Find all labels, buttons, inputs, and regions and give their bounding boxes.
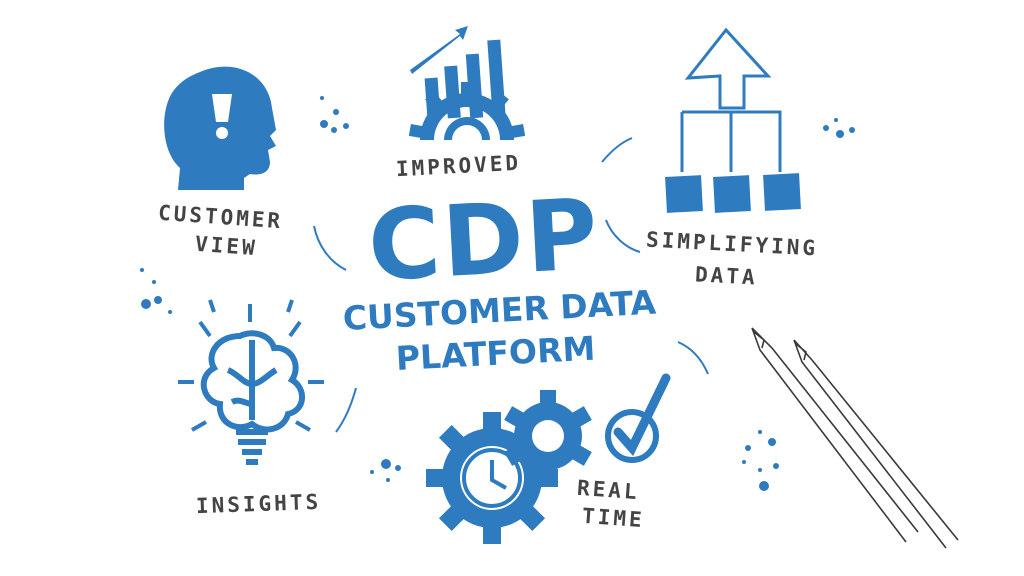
pencils-icon — [751, 327, 959, 549]
connector-strokes — [313, 137, 709, 433]
head-exclamation-icon — [164, 66, 276, 190]
gears-clock-icon — [426, 390, 592, 544]
label-real-time-line-1: REAL — [576, 475, 641, 505]
checkmark-circle-icon — [605, 373, 671, 463]
diagram-title: CDP — [365, 177, 603, 304]
decorative-dots — [140, 96, 855, 491]
brain-lightbulb-icon — [178, 299, 324, 465]
label-insights: iNSiGHTS — [195, 489, 322, 519]
label-simplifying-line-2: DATA — [694, 262, 759, 290]
bar-chart-gear-icon — [408, 26, 526, 140]
label-customer-view-line-2: VIEW — [194, 231, 259, 261]
label-real-time-line-2: TiME — [581, 503, 646, 533]
diagram-subtitle-line-2: PLATFORM — [394, 328, 597, 378]
hierarchy-arrow-icon — [665, 27, 801, 213]
